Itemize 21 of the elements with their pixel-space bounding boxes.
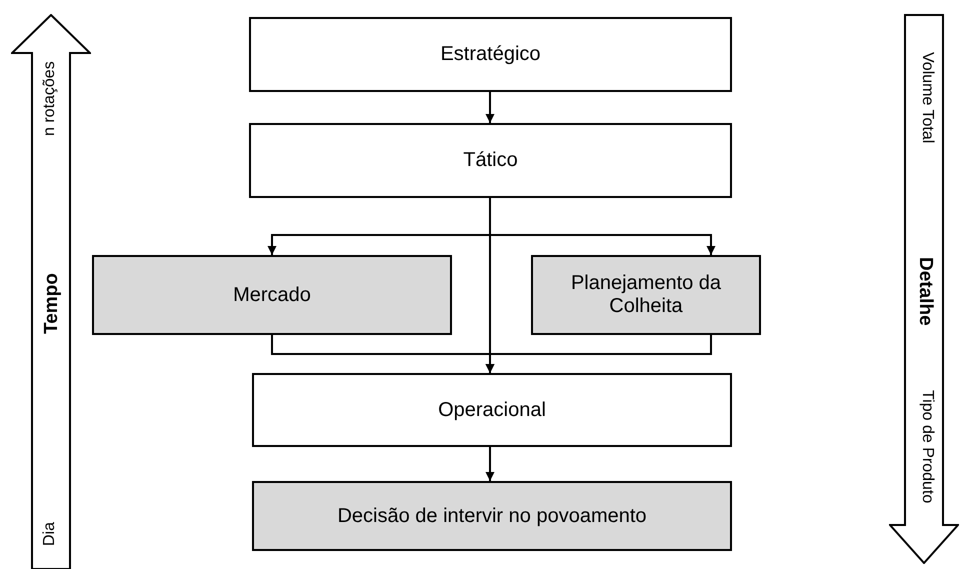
box-label: Estratégico bbox=[440, 43, 541, 66]
arrow bbox=[486, 92, 494, 123]
arrow bbox=[486, 447, 494, 481]
level-box bbox=[531, 255, 761, 335]
box-label: Decisão de intervir no povoamento bbox=[337, 504, 647, 528]
axis-title: Tempo bbox=[42, 272, 62, 336]
arrow bbox=[486, 335, 712, 373]
box-label: Tático bbox=[463, 149, 518, 172]
level-box bbox=[249, 17, 732, 92]
box-label: Planejamento da Colheita bbox=[570, 272, 722, 318]
level-box bbox=[249, 123, 732, 198]
axis-label: n rotações bbox=[42, 60, 59, 138]
level-box bbox=[252, 373, 732, 447]
axis-label: Tipo de Produto bbox=[918, 388, 935, 506]
axis-label: Volume Total bbox=[918, 51, 935, 146]
box-label: Mercado bbox=[233, 284, 311, 306]
axis-title: Detalhe bbox=[915, 256, 935, 328]
level-box bbox=[252, 481, 732, 551]
level-box bbox=[92, 255, 452, 335]
axis-label: Dia bbox=[42, 521, 59, 548]
box-label: Operacional bbox=[438, 398, 546, 422]
